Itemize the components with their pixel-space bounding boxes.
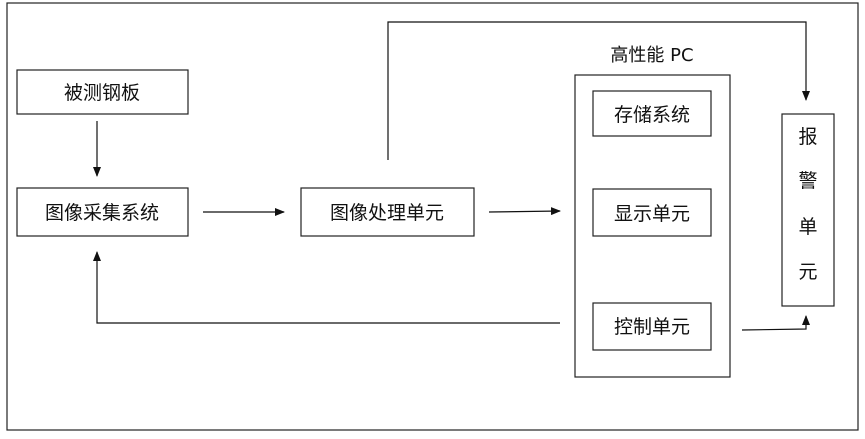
alarm-char-3: 单 [798, 216, 817, 238]
steel-plate-label: 被测钢板 [64, 82, 140, 104]
storage-label: 存储系统 [614, 104, 690, 126]
processing-block: 图像处理单元 [301, 188, 474, 236]
display-label: 显示单元 [614, 203, 690, 225]
steel-plate-block: 被测钢板 [17, 70, 188, 114]
alarm-block: 报 警 单 元 [782, 114, 834, 306]
processing-label: 图像处理单元 [330, 202, 444, 224]
pc-title: 高性能 PC [610, 45, 693, 66]
arrow-control-to-alarm [742, 316, 806, 330]
arrow-control-feedback-to-acquisition [97, 252, 560, 323]
alarm-char-2: 警 [798, 170, 817, 192]
display-block: 显示单元 [593, 189, 711, 236]
acquisition-label: 图像采集系统 [45, 202, 159, 224]
acquisition-block: 图像采集系统 [17, 188, 188, 236]
control-label: 控制单元 [614, 316, 690, 338]
storage-block: 存储系统 [593, 91, 711, 136]
alarm-char-1: 报 [798, 126, 817, 148]
control-block: 控制单元 [593, 303, 711, 350]
arrow-processing-to-pc [489, 211, 560, 212]
alarm-char-4: 元 [798, 261, 817, 283]
